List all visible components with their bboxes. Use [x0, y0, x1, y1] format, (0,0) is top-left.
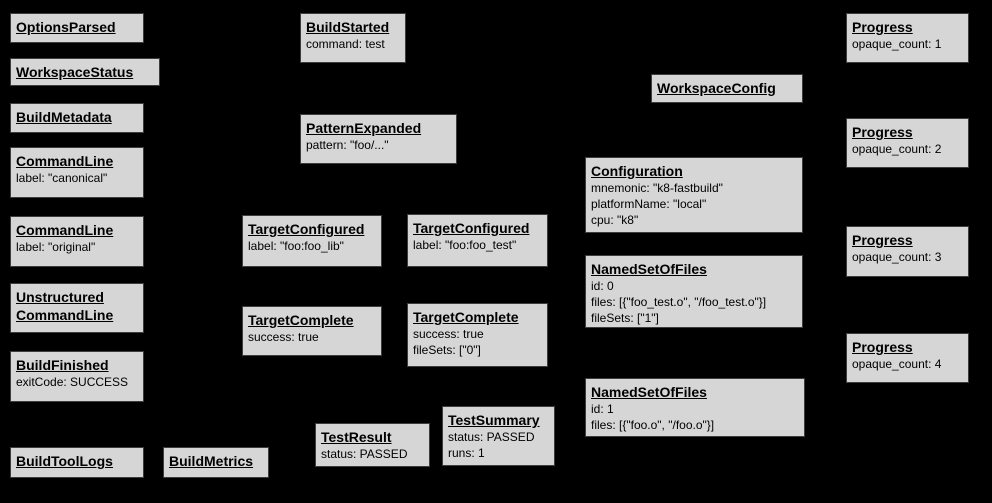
- node-field: id: 0: [591, 279, 614, 293]
- node-field: files: [{"foo_test.o", "/foo_test.o"}]: [591, 295, 767, 309]
- node-named-set-of-files-1: NamedSetOfFiles id: 1 files: [{"foo.o", …: [585, 378, 805, 437]
- node-progress-4: Progress opaque_count: 4: [846, 333, 969, 383]
- node-title: WorkspaceConfig: [657, 80, 776, 96]
- node-title: Progress: [852, 339, 913, 355]
- node-build-metrics: BuildMetrics: [163, 447, 269, 478]
- node-title: TargetConfigured: [248, 221, 365, 237]
- node-field: exitCode: SUCCESS: [16, 375, 129, 389]
- node-title: OptionsParsed: [16, 19, 116, 35]
- node-title-line2: CommandLine: [16, 307, 114, 323]
- node-field: label: "canonical": [16, 171, 108, 185]
- node-field: platformName: "local": [591, 197, 707, 211]
- node-title: BuildMetadata: [16, 109, 112, 125]
- node-field: fileSets: ["1"]: [591, 311, 659, 325]
- node-command-line-original: CommandLine label: "original": [10, 216, 144, 267]
- node-target-configured-test: TargetConfigured label: "foo:foo_test": [407, 214, 548, 267]
- node-title: BuildStarted: [306, 19, 390, 35]
- node-title: WorkspaceStatus: [16, 64, 134, 80]
- node-pattern-expanded: PatternExpanded pattern: "foo/...": [300, 114, 457, 164]
- node-title: Progress: [852, 124, 913, 140]
- node-command-line-canonical: CommandLine label: "canonical": [10, 147, 144, 198]
- node-title: TargetComplete: [413, 309, 519, 325]
- node-field: mnemonic: "k8-fastbuild": [591, 181, 723, 195]
- node-build-tool-logs: BuildToolLogs: [10, 447, 144, 478]
- node-title: CommandLine: [16, 222, 114, 238]
- node-title: NamedSetOfFiles: [591, 261, 707, 277]
- node-workspace-status: WorkspaceStatus: [10, 58, 160, 86]
- node-field: opaque_count: 2: [852, 142, 942, 156]
- node-title: BuildToolLogs: [16, 453, 113, 469]
- node-progress-2: Progress opaque_count: 2: [846, 118, 969, 168]
- node-title: Progress: [852, 19, 913, 35]
- node-title: TestSummary: [448, 412, 540, 428]
- node-field: opaque_count: 4: [852, 357, 942, 371]
- node-field: label: "foo:foo_test": [413, 238, 517, 252]
- node-field: pattern: "foo/...": [306, 138, 389, 152]
- node-field: label: "original": [16, 240, 96, 254]
- node-options-parsed: OptionsParsed: [10, 13, 144, 43]
- node-field: success: true: [413, 327, 484, 341]
- node-test-result: TestResult status: PASSED: [315, 423, 430, 467]
- node-title: PatternExpanded: [306, 120, 422, 136]
- node-test-summary: TestSummary status: PASSED runs: 1: [442, 406, 555, 466]
- node-field: runs: 1: [448, 446, 485, 460]
- node-field: command: test: [306, 37, 385, 51]
- node-target-complete-lib: TargetComplete success: true: [242, 306, 382, 356]
- node-build-metadata: BuildMetadata: [10, 103, 144, 133]
- node-field: cpu: "k8": [591, 213, 639, 227]
- node-field: opaque_count: 3: [852, 250, 942, 264]
- node-title: BuildMetrics: [169, 453, 254, 469]
- node-unstructured-command-line: Unstructured CommandLine: [10, 283, 144, 333]
- node-field: id: 1: [591, 402, 614, 416]
- node-build-finished: BuildFinished exitCode: SUCCESS: [10, 351, 144, 402]
- node-title: CommandLine: [16, 153, 114, 169]
- node-target-complete-test: TargetComplete success: true fileSets: […: [407, 303, 548, 367]
- node-field: status: PASSED: [321, 447, 408, 461]
- node-named-set-of-files-0: NamedSetOfFiles id: 0 files: [{"foo_test…: [585, 255, 803, 328]
- node-field: files: [{"foo.o", "/foo.o"}]: [591, 418, 715, 432]
- node-field: fileSets: ["0"]: [413, 343, 481, 357]
- node-build-started: BuildStarted command: test: [300, 13, 406, 63]
- node-progress-3: Progress opaque_count: 3: [846, 226, 969, 277]
- node-title: Configuration: [591, 163, 683, 179]
- node-target-configured-lib: TargetConfigured label: "foo:foo_lib": [242, 215, 382, 267]
- node-field: status: PASSED: [448, 430, 535, 444]
- node-progress-1: Progress opaque_count: 1: [846, 13, 969, 63]
- node-title: BuildFinished: [16, 357, 109, 373]
- node-title: Unstructured: [16, 289, 104, 305]
- node-configuration: Configuration mnemonic: "k8-fastbuild" p…: [585, 157, 803, 233]
- node-title: TargetComplete: [248, 312, 354, 328]
- node-title: TargetConfigured: [413, 220, 530, 236]
- node-title: Progress: [852, 232, 913, 248]
- node-field: opaque_count: 1: [852, 37, 942, 51]
- node-title: NamedSetOfFiles: [591, 384, 707, 400]
- node-title: TestResult: [321, 429, 392, 445]
- node-workspace-config: WorkspaceConfig: [651, 74, 803, 103]
- node-field: success: true: [248, 330, 319, 344]
- node-field: label: "foo:foo_lib": [248, 239, 344, 253]
